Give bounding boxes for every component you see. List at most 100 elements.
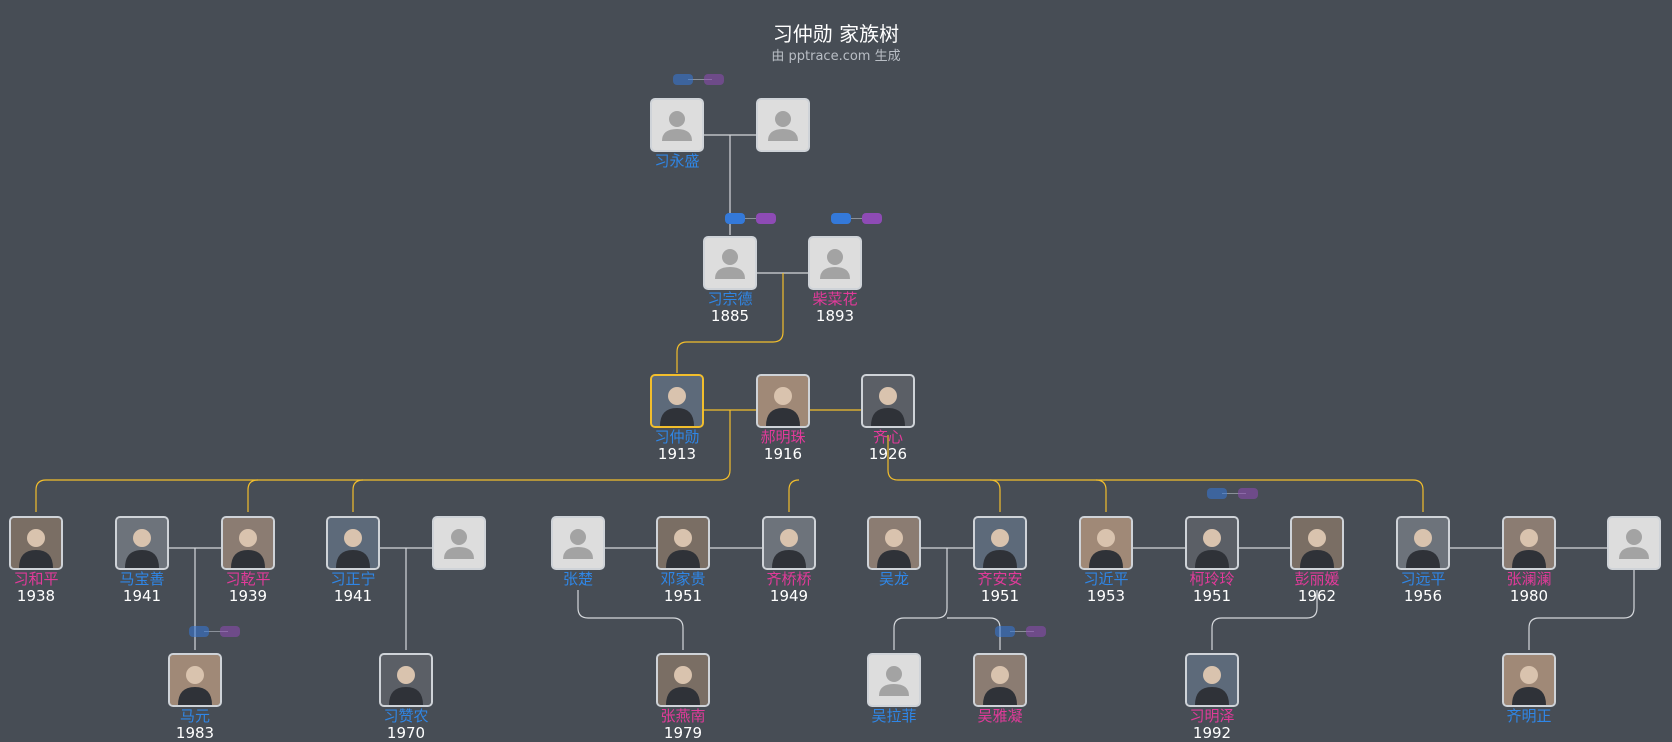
person-birth-year: 1916 xyxy=(763,445,803,463)
person-name: 习远平 xyxy=(1400,570,1446,588)
father-link-pill[interactable] xyxy=(995,626,1015,637)
person-name: 齐安安 xyxy=(977,570,1023,588)
father-link-pill[interactable] xyxy=(725,213,745,224)
person-birth-year: 1980 xyxy=(1509,587,1549,605)
person-birth-year: 1885 xyxy=(710,307,750,325)
person-node-wuyaning[interactable]: 吴雅凝 xyxy=(950,653,1050,725)
person-name: 习仲勋 xyxy=(654,428,700,446)
person-photo xyxy=(756,374,810,428)
person-photo xyxy=(1502,653,1556,707)
person-birth-year: 1949 xyxy=(769,587,809,605)
person-icon xyxy=(820,249,850,279)
father-link-pill[interactable] xyxy=(1207,488,1227,499)
person-name: 习乾平 xyxy=(225,570,271,588)
person-name: 齐桥桥 xyxy=(766,570,812,588)
person-node-zhengningspouse[interactable] xyxy=(409,516,509,570)
person-name: 张楚 xyxy=(562,570,593,588)
mother-link-pill[interactable] xyxy=(756,213,776,224)
person-name: 习正宁 xyxy=(330,570,376,588)
portrait-photo xyxy=(381,655,431,705)
person-name: 吴雅凝 xyxy=(977,707,1023,725)
person-photo xyxy=(221,516,275,570)
parent-child-line-lineage xyxy=(1095,479,1107,512)
person-name: 马宝善 xyxy=(119,570,165,588)
father-link-pill[interactable] xyxy=(831,213,851,224)
relation-connector xyxy=(846,218,870,219)
person-birth-year: 1939 xyxy=(228,587,268,605)
person-birth-year: 1893 xyxy=(815,307,855,325)
person-birth-year: 1983 xyxy=(175,724,215,742)
portrait-photo xyxy=(652,376,702,426)
portrait-photo xyxy=(1398,518,1448,568)
person-node-xiyongsheng[interactable]: 习永盛 xyxy=(627,98,727,170)
portrait-photo xyxy=(975,518,1025,568)
father-link-pill[interactable] xyxy=(673,74,693,85)
person-name: 习和平 xyxy=(13,570,59,588)
parent-child-line-lineage xyxy=(352,479,364,512)
person-photo xyxy=(1396,516,1450,570)
person-icon xyxy=(715,249,745,279)
person-node-wulong[interactable]: 吴龙 xyxy=(844,516,944,588)
parent-child-line xyxy=(893,548,948,650)
mother-link-pill[interactable] xyxy=(862,213,882,224)
person-name: 习宗德 xyxy=(707,290,753,308)
parent-child-line-lineage xyxy=(887,435,1424,512)
person-photo xyxy=(1079,516,1133,570)
parent-child-line-lineage xyxy=(989,479,1001,512)
person-icon xyxy=(768,111,798,141)
person-name: 习近平 xyxy=(1083,570,1129,588)
person-birth-year: 1951 xyxy=(1192,587,1232,605)
person-node-yuanpingspouse[interactable] xyxy=(1584,516,1672,570)
mother-link-pill[interactable] xyxy=(220,626,240,637)
person-photo xyxy=(867,516,921,570)
person-birth-year: 1941 xyxy=(122,587,162,605)
portrait-photo xyxy=(1504,655,1554,705)
portrait-photo xyxy=(11,518,61,568)
person-icon xyxy=(563,529,593,559)
relation-connector xyxy=(1010,631,1034,632)
person-name: 习永盛 xyxy=(654,152,700,170)
person-photo xyxy=(973,516,1027,570)
mother-link-pill[interactable] xyxy=(704,74,724,85)
person-photo xyxy=(1502,516,1556,570)
portrait-photo xyxy=(764,518,814,568)
father-link-pill[interactable] xyxy=(189,626,209,637)
mother-link-pill[interactable] xyxy=(1026,626,1046,637)
parent-child-line xyxy=(577,590,684,650)
mother-link-pill[interactable] xyxy=(1238,488,1258,499)
person-name: 柯玲玲 xyxy=(1189,570,1235,588)
parent-child-line-lineage xyxy=(35,410,731,512)
person-photo xyxy=(168,653,222,707)
parent-child-line xyxy=(1211,590,1318,650)
person-placeholder xyxy=(551,516,605,570)
person-node-wulafei[interactable]: 吴拉菲 xyxy=(844,653,944,725)
portrait-photo xyxy=(328,518,378,568)
person-node-zhangchu[interactable]: 张楚 xyxy=(528,516,628,588)
person-node-g0spouse[interactable] xyxy=(733,98,833,152)
person-icon xyxy=(444,529,474,559)
person-icon xyxy=(662,111,692,141)
person-birth-year: 1979 xyxy=(663,724,703,742)
person-node-qimingzheng[interactable]: 齐明正 xyxy=(1479,653,1579,725)
